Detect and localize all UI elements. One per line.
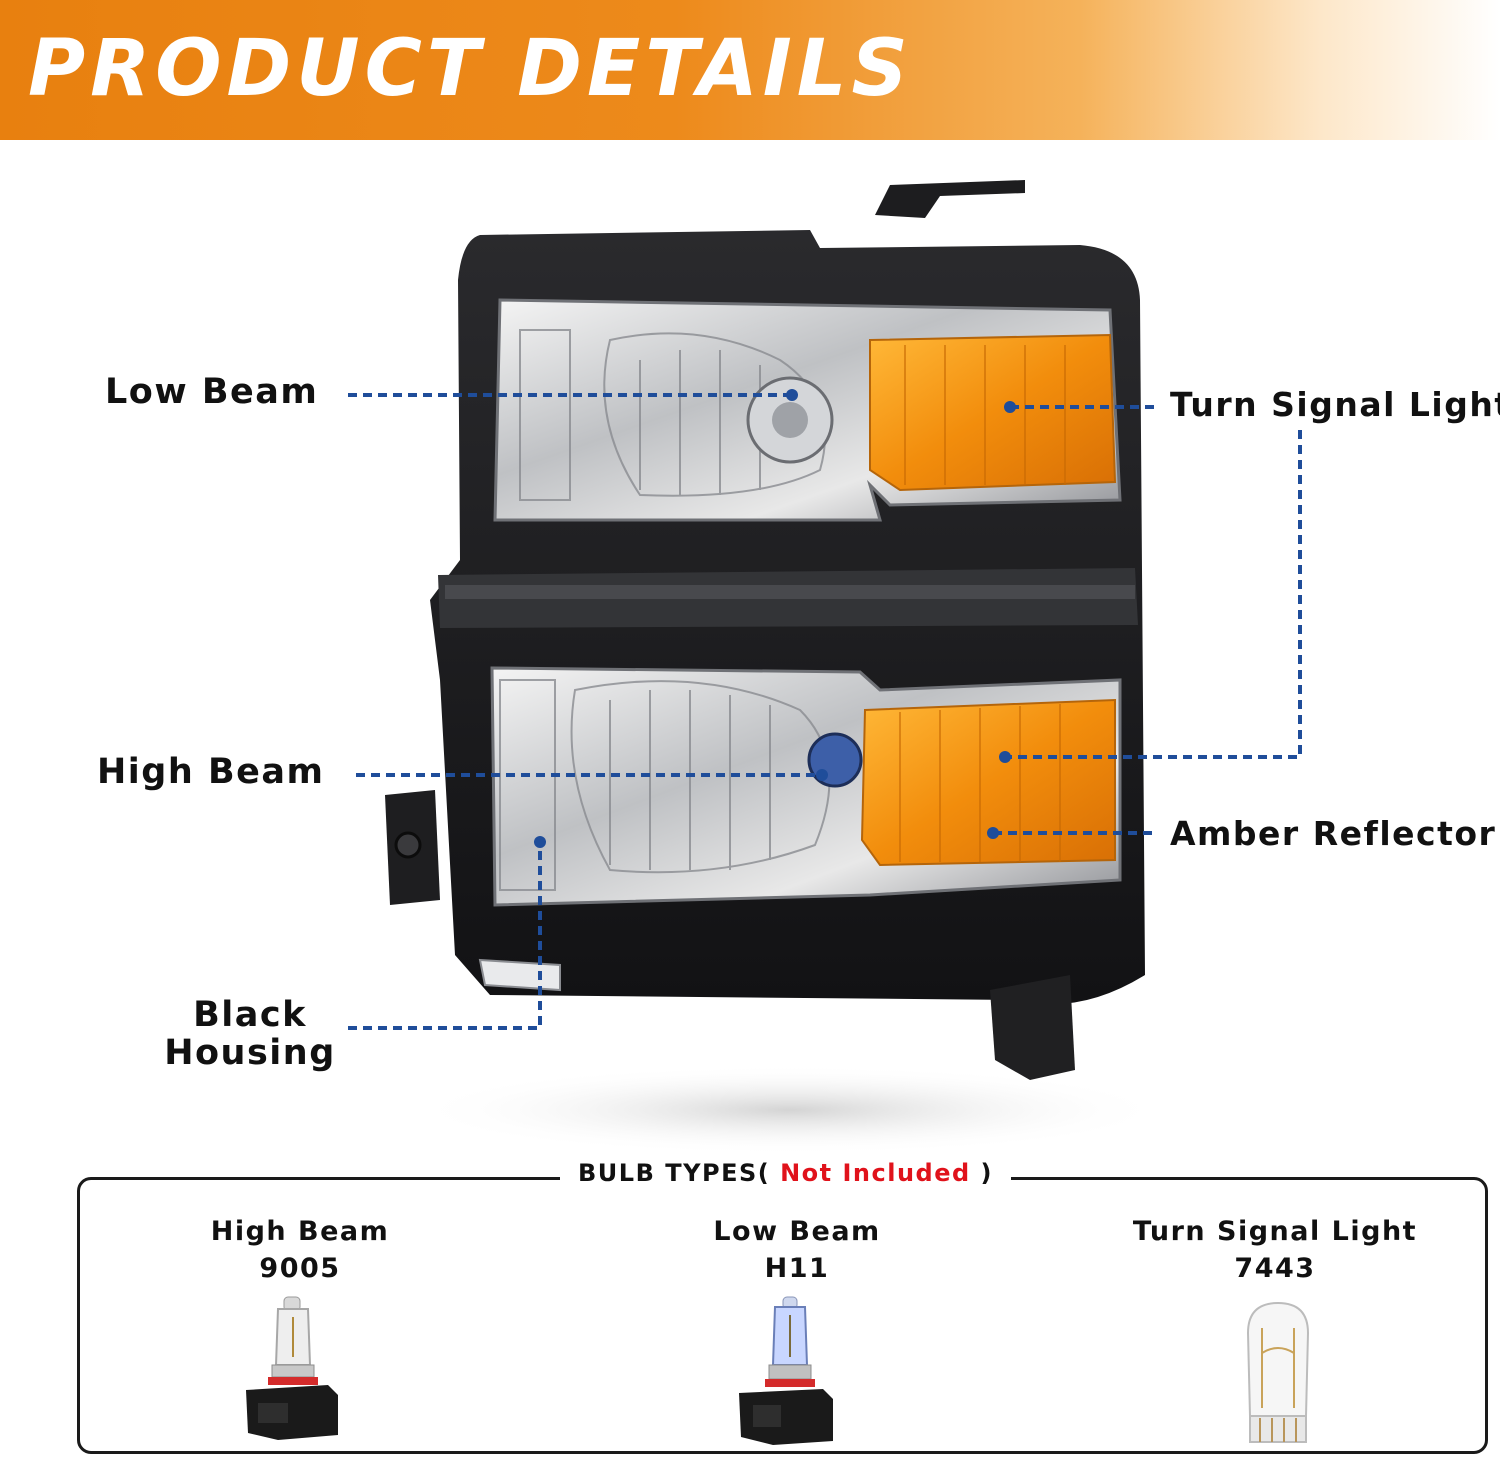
bottom-mount-clip [990,975,1075,1080]
callout-low-beam: Low Beam [105,372,319,412]
bulb-name: Low Beam [713,1216,881,1247]
leader-turn-signal-lower [1005,430,1302,759]
bulb-types-heading-text: BULB TYPES( [578,1159,771,1187]
callout-black-housing-line2: Housing [164,1033,336,1073]
bottom-clear-marker [478,958,561,992]
bulb-code: H11 [764,1253,830,1284]
banner-title: PRODUCT DETAILS [28,24,913,114]
bulb-types-heading: BULB TYPES( Not Included ) [560,1159,1011,1187]
bulb-name: Turn Signal Light [1132,1216,1418,1247]
callout-high-beam: High Beam [97,752,325,792]
bulb-name: High Beam [210,1216,390,1247]
not-included-note: Not Included [780,1159,971,1187]
bulb-item-high-beam: High Beam 9005 [120,1216,480,1284]
bulb-item-turn-signal: Turn Signal Light 7443 [1095,1216,1455,1284]
callout-black-housing: Black Housing [150,996,350,1072]
top-mount-tab [875,180,1025,218]
halogen-bulb-icon [246,1296,338,1440]
leader-lines [348,393,1302,1030]
wedge-bulb-icon [1246,1301,1310,1443]
lower-amber-lens [860,698,1116,867]
callout-amber-reflector: Amber Reflector [1170,814,1497,853]
headlight-illustration [348,180,1302,1155]
floor-shadow [410,1065,1170,1155]
callout-turn-signal: Turn Signal Light [1170,385,1500,424]
bulb-code: 7443 [1234,1253,1316,1284]
blue-halogen-bulb-icon [739,1296,833,1445]
callout-black-housing-line1: Black [193,995,307,1035]
bulb-code: 9005 [259,1253,341,1284]
bulb-item-low-beam: Low Beam H11 [617,1216,977,1284]
leader-black-housing [348,842,542,1030]
bulb-types-heading-close: ) [980,1159,993,1187]
upper-amber-lens [869,333,1117,492]
header-banner: PRODUCT DETAILS [0,0,1500,140]
